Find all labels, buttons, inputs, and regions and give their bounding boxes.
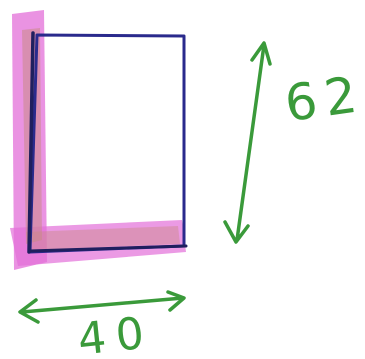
width-dimension-arrow (20, 296, 185, 314)
highlight-bottom-tint (26, 226, 180, 250)
height-label: 62 (281, 65, 365, 134)
width-arrowhead-left (18, 298, 40, 324)
height-arrowhead-top (250, 41, 272, 66)
highlight-bottom-stroke (10, 220, 186, 266)
width-label: 40 (75, 307, 156, 359)
height-arrowhead-bottom (223, 220, 250, 244)
rectangle-outline (28, 33, 186, 254)
width-arrowhead-right (166, 290, 186, 312)
rectangle-left-edge (27, 31, 35, 254)
rectangle-bottom-edge (28, 244, 188, 253)
height-dimension-arrow (235, 43, 266, 242)
